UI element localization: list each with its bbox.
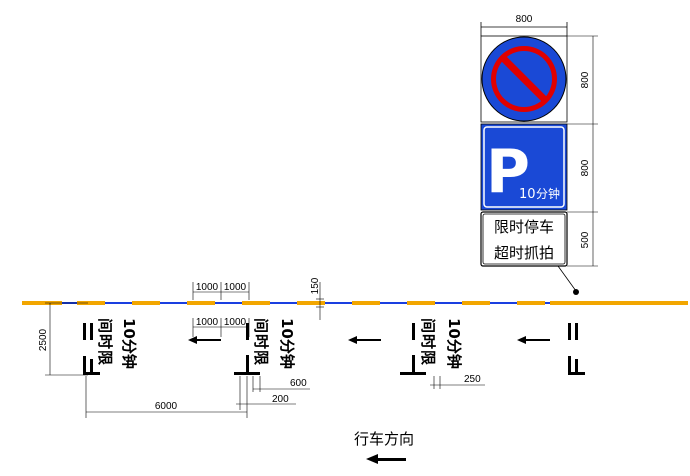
sign-assembly: 800 P 10 分钟 限时停车 超时抓拍 800 800 500 <box>480 14 598 295</box>
stall-3-jian: 间 <box>419 318 437 333</box>
yellow-dash-3 <box>187 301 215 305</box>
arrow-left-icon-2 <box>348 336 357 344</box>
yellow-dash-7 <box>407 301 435 305</box>
parking-time-unit: 分钟 <box>536 186 560 201</box>
stall-1-10min: 10分钟 <box>120 318 138 369</box>
stall-text-2: 间 时 限 10分钟 <box>252 318 296 369</box>
dash-gap-dimension-2: 1000 <box>224 317 247 328</box>
parking-time-number: 10 <box>519 187 536 202</box>
bracket-dimension-200: 200 <box>272 394 289 405</box>
dash-dimension-top: 1000 1000 <box>192 282 250 300</box>
stall-2-xian: 限 <box>252 350 270 365</box>
yellow-dash-2 <box>132 301 160 305</box>
stall-text-1: 间 时 限 10分钟 <box>96 318 138 369</box>
direction-arrow-icon <box>366 454 378 464</box>
p-panel-height-dimension: 800 <box>580 159 591 176</box>
stall-3-xian: 限 <box>419 350 437 365</box>
text-panel-line2: 超时抓拍 <box>494 244 554 262</box>
dash-length-dimension-2: 1000 <box>196 317 219 328</box>
stall-marking-3 <box>348 323 426 375</box>
road-edge-line: 150 <box>22 277 688 320</box>
arrow-left-icon-3 <box>517 336 526 344</box>
edge-line-width-dimension: 150 <box>310 277 321 294</box>
yellow-dash-5 <box>297 301 325 305</box>
p-parking-panel <box>480 123 568 211</box>
sign-width-dimension: 800 <box>516 14 533 25</box>
stall-2-10min: 10分钟 <box>278 318 296 369</box>
stall-marking-1: 2500 <box>38 302 100 376</box>
spacing-dimension: 6000 <box>155 401 178 412</box>
text-panel-height-dimension: 500 <box>580 231 591 248</box>
yellow-dash-9 <box>517 301 545 305</box>
stall-dimensions: 6000 600 200 <box>85 376 310 418</box>
stall-2-jian: 间 <box>252 318 270 333</box>
stall-marking-2 <box>188 323 260 375</box>
stall-2-shi: 时 <box>252 334 270 349</box>
stall-depth-dimension: 2500 <box>38 328 49 351</box>
stall-1-xian: 限 <box>96 350 114 365</box>
parking-p-letter: P <box>486 137 530 207</box>
stall-text-3: 间 时 限 10分钟 <box>419 318 463 369</box>
yellow-dash-4 <box>242 301 270 305</box>
text-panel-line1: 限时停车 <box>494 218 554 236</box>
yellow-dash-1 <box>77 301 105 305</box>
stall-marking-4 <box>517 323 585 375</box>
arrow-left-icon <box>188 336 197 344</box>
dash-length-dimension: 1000 <box>196 282 219 293</box>
direction-indicator: 行车方向 <box>354 430 414 464</box>
text-panel <box>480 211 568 267</box>
stall-3-10min: 10分钟 <box>445 318 463 369</box>
direction-label: 行车方向 <box>354 430 414 448</box>
stall-3-dimension: 250 <box>430 374 485 389</box>
yellow-solid-0 <box>22 301 62 305</box>
bracket-dimension-250: 250 <box>464 374 481 385</box>
yellow-dash-8 <box>462 301 490 305</box>
no-parking-icon <box>481 36 567 122</box>
yellow-dashes <box>22 301 688 305</box>
stall-3-shi: 时 <box>419 334 437 349</box>
stall-1-shi: 时 <box>96 334 114 349</box>
no-parking-height-dimension: 800 <box>580 71 591 88</box>
dash-gap-dimension: 1000 <box>224 282 247 293</box>
yellow-dash-6 <box>352 301 380 305</box>
bracket-dimension-600: 600 <box>290 378 307 389</box>
stall-1-jian: 间 <box>96 318 114 333</box>
yellow-solid-1 <box>550 301 688 305</box>
dash-dimension-bottom: 1000 1000 <box>192 317 250 337</box>
sign-location-dot <box>573 289 579 295</box>
